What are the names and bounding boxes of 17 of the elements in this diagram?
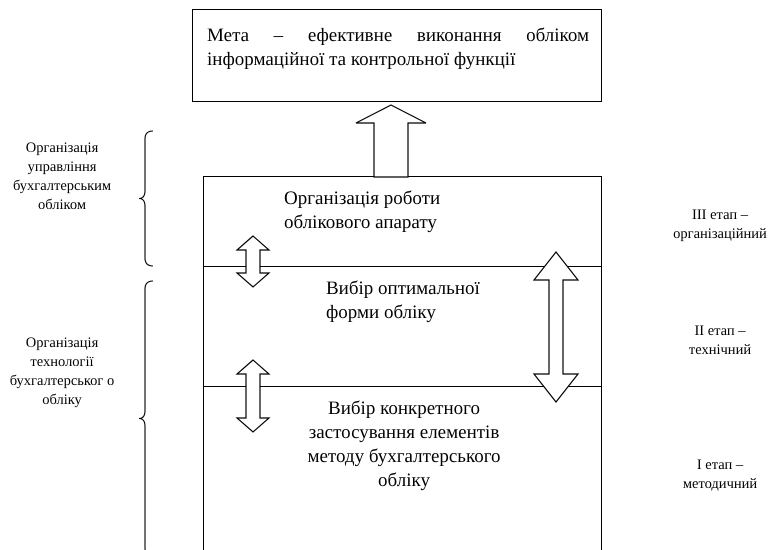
stage-text: Вибір конкретного застосування елементів методу бухгалтерського обліку bbox=[306, 397, 502, 493]
stage-label: III етап – організаційний bbox=[672, 206, 768, 244]
goal-box bbox=[192, 9, 602, 102]
group-label: Організація технології бухгалтерськог о обліку bbox=[8, 334, 116, 410]
double-block-arrow bbox=[235, 359, 271, 433]
stage-band bbox=[203, 266, 602, 387]
double-block-arrow bbox=[235, 235, 271, 288]
stage-band bbox=[203, 386, 602, 550]
stage-band bbox=[203, 176, 602, 267]
block-arrow bbox=[355, 104, 427, 178]
stage-label: I етап – методичний bbox=[682, 456, 758, 494]
stage-text: Вибір оптимальної форми обліку bbox=[326, 277, 481, 325]
double-block-arrow bbox=[532, 251, 580, 403]
stage-text: Організація роботи облікового апарату bbox=[284, 187, 442, 235]
goal-text: Мета – ефективне виконання обліком інформаційної та контрольної функції bbox=[207, 24, 589, 72]
group-label: Організація управління бухгалтерським обліком bbox=[12, 139, 112, 215]
stage-label: II етап – технічний bbox=[688, 322, 752, 360]
